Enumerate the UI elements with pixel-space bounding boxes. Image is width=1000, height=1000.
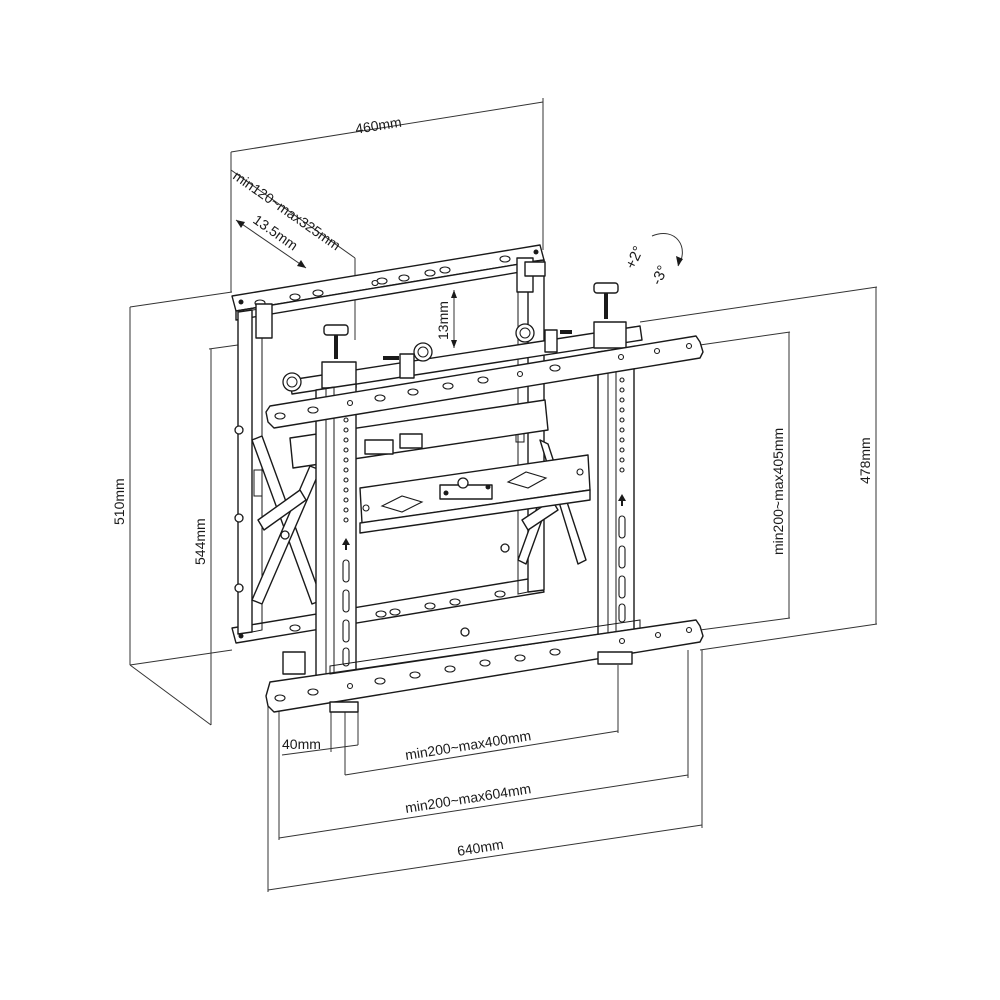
wall-plate-frame — [231, 244, 546, 644]
tv-horizontal-rails — [265, 335, 704, 713]
label-bottom-mid-width: min200~max604mm — [404, 780, 532, 816]
right-arm-holes — [618, 377, 626, 623]
label-vertical-gap: 13mm — [435, 301, 451, 340]
label-left-outer-height: 510mm — [111, 478, 127, 525]
label-right-outer-height: 478mm — [857, 437, 873, 484]
left-arm-holes — [342, 417, 350, 667]
label-left-inner-height: 544mm — [192, 518, 208, 565]
dimension-lines — [129, 98, 878, 892]
label-tilt-minus: -3° — [648, 263, 672, 288]
label-bottom-total-width: 640mm — [456, 836, 505, 859]
top-adjusters — [282, 282, 643, 395]
scissor-arms — [251, 415, 587, 605]
label-bottom-offset: 40mm — [282, 736, 321, 752]
label-right-inner-height: min200~max405mm — [770, 428, 786, 555]
label-tilt-plus: +2° — [622, 244, 647, 272]
label-top-width: 460mm — [354, 114, 403, 137]
label-bottom-inner-width: min200~max400mm — [404, 727, 532, 763]
